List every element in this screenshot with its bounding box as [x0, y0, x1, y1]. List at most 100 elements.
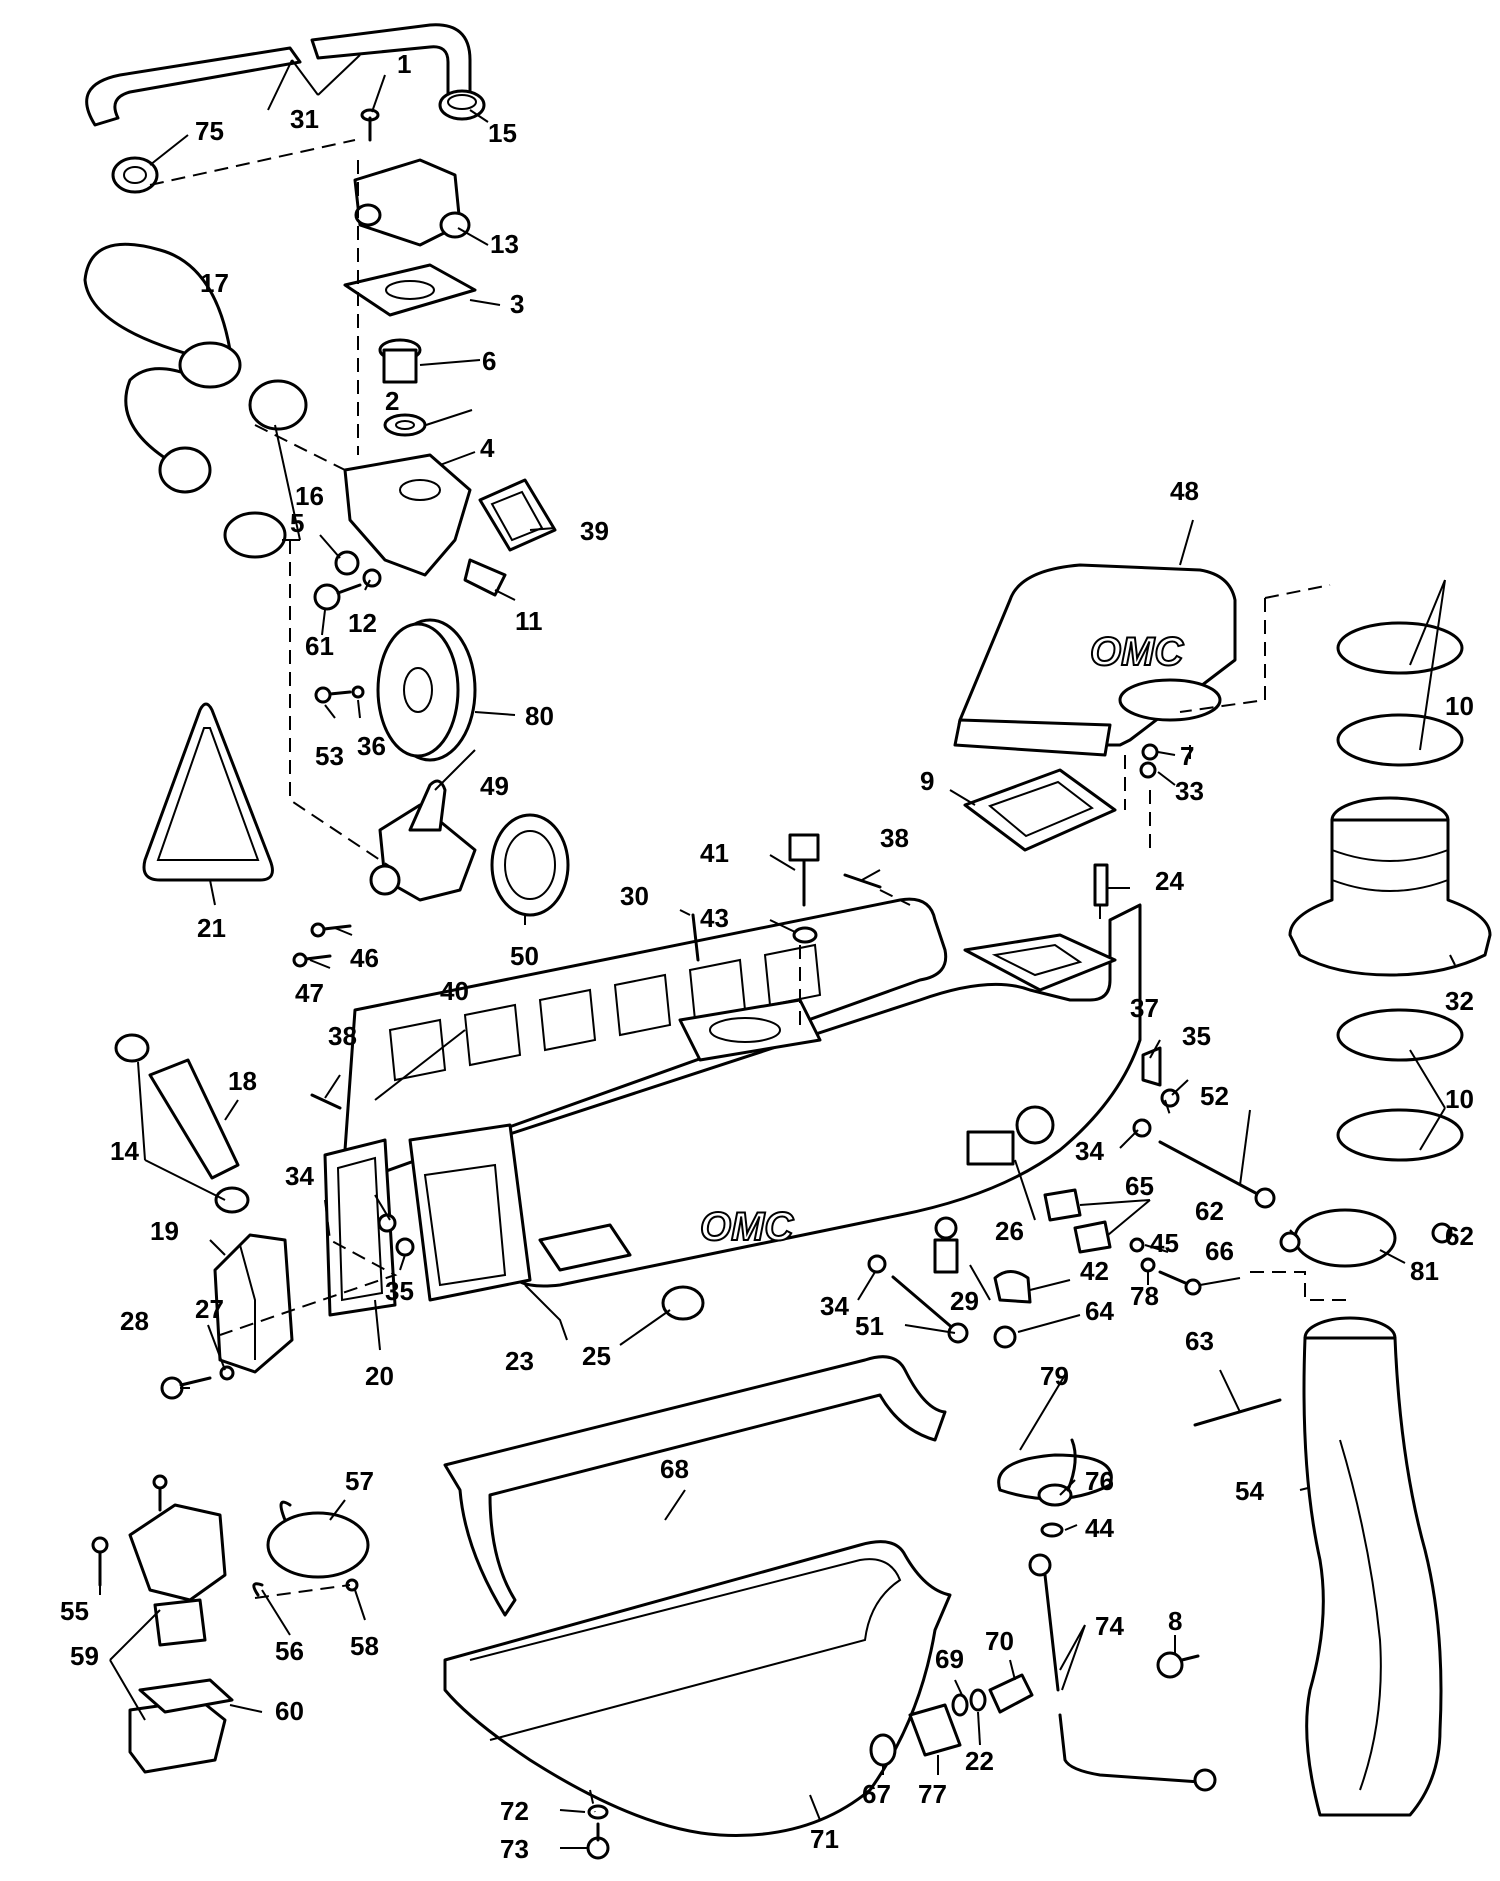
callout-50: 50: [510, 941, 539, 971]
callout-29: 29: [950, 1286, 979, 1316]
callout-11: 11: [515, 606, 543, 636]
callout-48: 48: [1170, 476, 1199, 506]
callout-labels: 1 2 3 4 5 6 7 8 9 10 10 11 12 13 14 15 1…: [60, 49, 1474, 1864]
nut-34c: [377, 1213, 397, 1233]
sender-76: [1037, 1438, 1077, 1507]
washer-67: [869, 1733, 897, 1767]
washer-43: [792, 926, 818, 944]
callout-17: 17: [200, 268, 229, 298]
callout-67: 67: [862, 1779, 891, 1809]
callout-9: 9: [920, 766, 934, 796]
housing-4: [343, 453, 472, 577]
callout-5: 5: [290, 508, 304, 538]
callout-76: 76: [1085, 1466, 1114, 1496]
block-77: [908, 1703, 962, 1757]
washer-69: [951, 1693, 969, 1717]
washer-78: [1140, 1257, 1156, 1273]
callout-27: 27: [195, 1294, 224, 1324]
hose-18: [148, 1058, 240, 1180]
stud-52: [1158, 1140, 1276, 1209]
callout-81: 81: [1410, 1256, 1439, 1286]
callout-35-left: 35: [385, 1276, 414, 1306]
bellows-32: [1288, 796, 1492, 977]
callout-40: 40: [440, 976, 469, 1006]
washer-27: [219, 1365, 235, 1381]
callout-57: 57: [345, 1466, 374, 1496]
callout-35-right: 35: [1182, 1021, 1211, 1051]
leader-lines: [99, 54, 1456, 1849]
callout-79: 79: [1040, 1361, 1069, 1391]
gasket-60: [138, 1678, 234, 1714]
gasket-68: [443, 1355, 947, 1617]
callout-34-right: 34: [1075, 1136, 1104, 1166]
bolt-8: [1156, 1651, 1200, 1679]
callout-31: 31: [290, 104, 319, 134]
bolt-41: [788, 833, 820, 907]
callout-30: 30: [620, 881, 649, 911]
callout-32: 32: [1445, 986, 1474, 1016]
fitting-75: [111, 156, 159, 194]
callout-62-left: 62: [1195, 1196, 1224, 1226]
callout-44: 44: [1085, 1513, 1114, 1543]
nut-35b: [395, 1237, 415, 1257]
callout-38-left: 38: [328, 1021, 357, 1051]
callout-42: 42: [1080, 1256, 1109, 1286]
callout-14: 14: [110, 1136, 139, 1166]
clamp-16: [223, 379, 308, 559]
clamps-10: [1336, 621, 1464, 1162]
callout-72: 72: [500, 1796, 529, 1826]
callout-2: 2: [385, 386, 399, 416]
oring-44: [1040, 1522, 1064, 1538]
callout-46: 46: [350, 943, 379, 973]
clamp-14: [114, 1033, 250, 1214]
fitting-29: [933, 1216, 959, 1274]
callout-19: 19: [150, 1216, 179, 1246]
pin-30: [691, 913, 700, 962]
washer-12: [362, 568, 382, 588]
water-pump-49: [369, 779, 477, 902]
bolt-62: [1279, 1222, 1453, 1253]
callout-41: 41: [700, 838, 729, 868]
callout-68: 68: [660, 1454, 689, 1484]
callout-74: 74: [1095, 1611, 1124, 1641]
callout-55: 55: [60, 1596, 89, 1626]
callout-47: 47: [295, 978, 324, 1008]
washer-72: [587, 1804, 609, 1820]
oil-pan-71: [443, 1540, 952, 1837]
callout-80: 80: [525, 701, 554, 731]
callout-75: 75: [195, 116, 224, 146]
exhaust-manifold-23: OMC: [408, 903, 1142, 1302]
callout-70: 70: [985, 1626, 1014, 1656]
nut-7: [1141, 743, 1159, 761]
callout-73: 73: [500, 1834, 529, 1864]
plug-70: [988, 1673, 1034, 1714]
callout-71: 71: [810, 1824, 839, 1854]
callout-4: 4: [480, 433, 495, 463]
callout-26: 26: [995, 1216, 1024, 1246]
callout-24: 24: [1155, 866, 1184, 896]
gasket-9: [963, 768, 1117, 852]
callout-22: 22: [965, 1746, 994, 1776]
oil-pump-59: [128, 1474, 227, 1774]
gasket-20: [323, 1138, 397, 1317]
callout-64: 64: [1085, 1296, 1114, 1326]
bolt-66: [1158, 1270, 1202, 1296]
callout-1: 1: [397, 49, 411, 79]
callout-43: 43: [700, 903, 729, 933]
screen-57: [266, 1500, 370, 1579]
callout-58: 58: [350, 1631, 379, 1661]
callout-69: 69: [935, 1644, 964, 1674]
callout-45: 45: [1150, 1228, 1179, 1258]
callout-39: 39: [580, 516, 609, 546]
callout-20: 20: [365, 1361, 394, 1391]
assembly-lines: [149, 139, 1350, 1813]
callout-8: 8: [1168, 1606, 1182, 1636]
hose-31: [85, 23, 472, 127]
bolt-73: [586, 1822, 610, 1860]
callout-59: 59: [70, 1641, 99, 1671]
callout-78: 78: [1130, 1281, 1159, 1311]
stud-38-top: [843, 873, 882, 889]
screw-1: [360, 108, 380, 142]
callout-51: 51: [855, 1311, 884, 1341]
callout-36: 36: [357, 731, 386, 761]
